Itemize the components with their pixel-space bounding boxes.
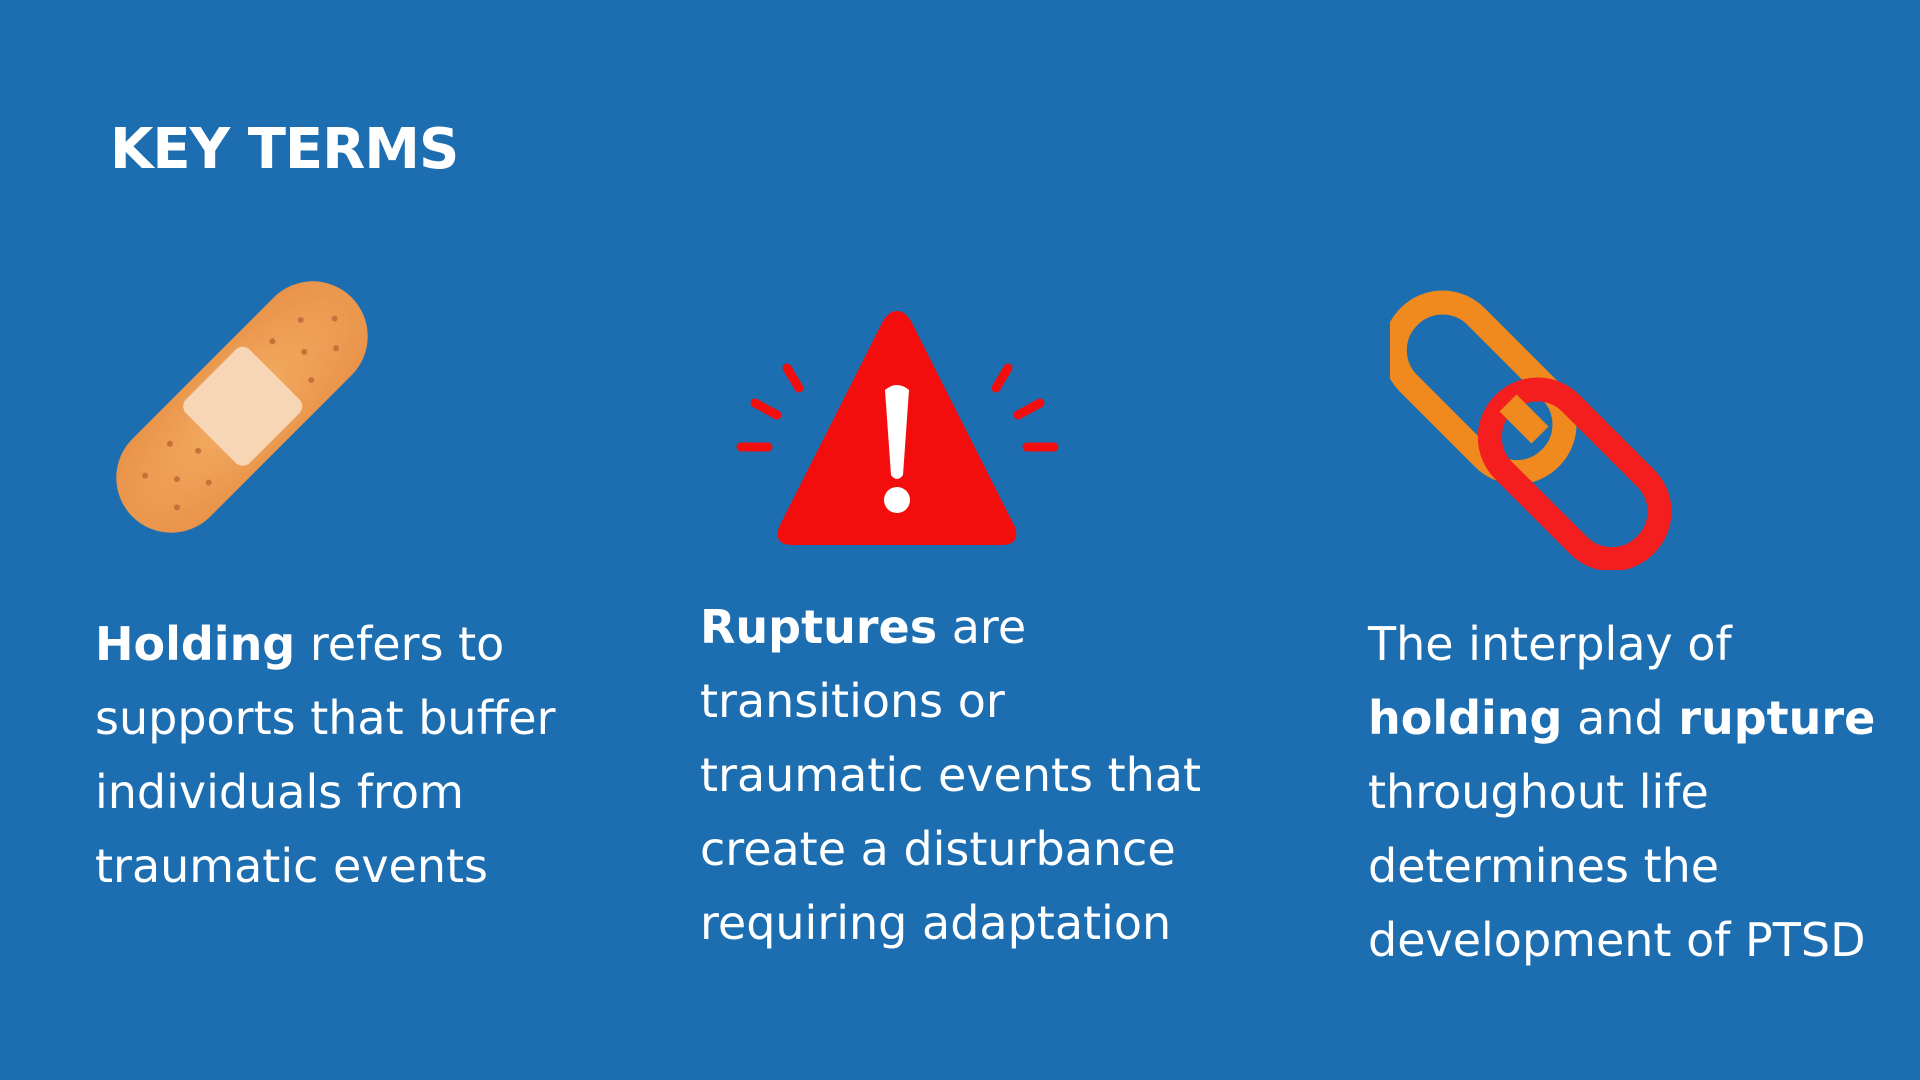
term-text-segment: and (1562, 691, 1679, 745)
term-keyword: rupture (1678, 691, 1876, 745)
holding-definition: Holding refers to supports that buffer i… (95, 607, 615, 903)
term-keyword: Holding (95, 617, 296, 671)
term-text-segment: The interplay of (1368, 617, 1732, 671)
bandage-icon (95, 262, 390, 552)
ruptures-definition: Ruptures are transitions or traumatic ev… (700, 590, 1220, 960)
warning-icon (735, 305, 1060, 555)
term-text-segment: refers to supports that buffer individua… (95, 617, 556, 893)
term-keyword: Ruptures (700, 600, 938, 654)
chain-link-icon (1390, 285, 1680, 570)
term-text-segment: throughout life determines the developme… (1368, 765, 1866, 967)
page-title: KEY TERMS (110, 117, 459, 182)
term-keyword: holding (1368, 691, 1563, 745)
term-text-segment: are transitions or traumatic events that… (700, 600, 1202, 950)
interplay-statement: The interplay of holding and rupture thr… (1368, 607, 1888, 977)
